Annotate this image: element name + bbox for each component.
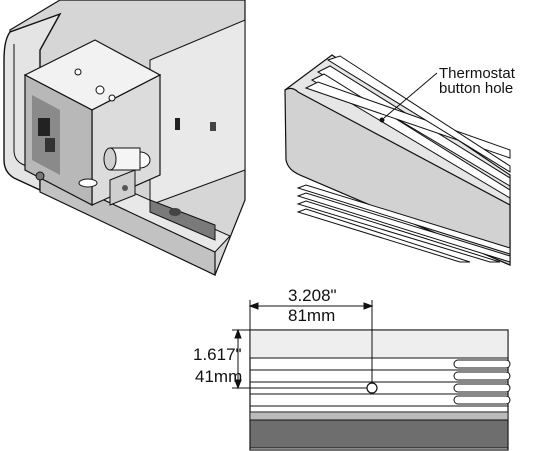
thermostat-hole-marker	[379, 117, 385, 123]
callout-line-2: button hole	[439, 80, 513, 97]
cover-closeup-illustration	[284, 54, 511, 266]
callout-line-1: Thermostat	[439, 65, 516, 82]
dim-vertical-inches: 1.617"	[193, 345, 242, 364]
vertical-dimension	[232, 328, 367, 390]
upper-vent-slots	[304, 55, 511, 199]
dim-horizontal-mm: 81mm	[288, 306, 335, 325]
callout-leader	[383, 72, 438, 119]
right-slot-cutouts	[453, 359, 511, 405]
horizontal-dimension	[248, 300, 374, 383]
dim-vertical-mm: 41mm	[195, 367, 242, 386]
front-elevation-drawing	[232, 300, 511, 451]
front-slats	[250, 357, 508, 413]
lower-vent-slots	[296, 184, 511, 263]
dim-horizontal-inches: 3.208"	[288, 286, 337, 305]
open-cabinet-illustration	[3, 0, 246, 276]
thermostat-hole-front	[366, 382, 378, 394]
